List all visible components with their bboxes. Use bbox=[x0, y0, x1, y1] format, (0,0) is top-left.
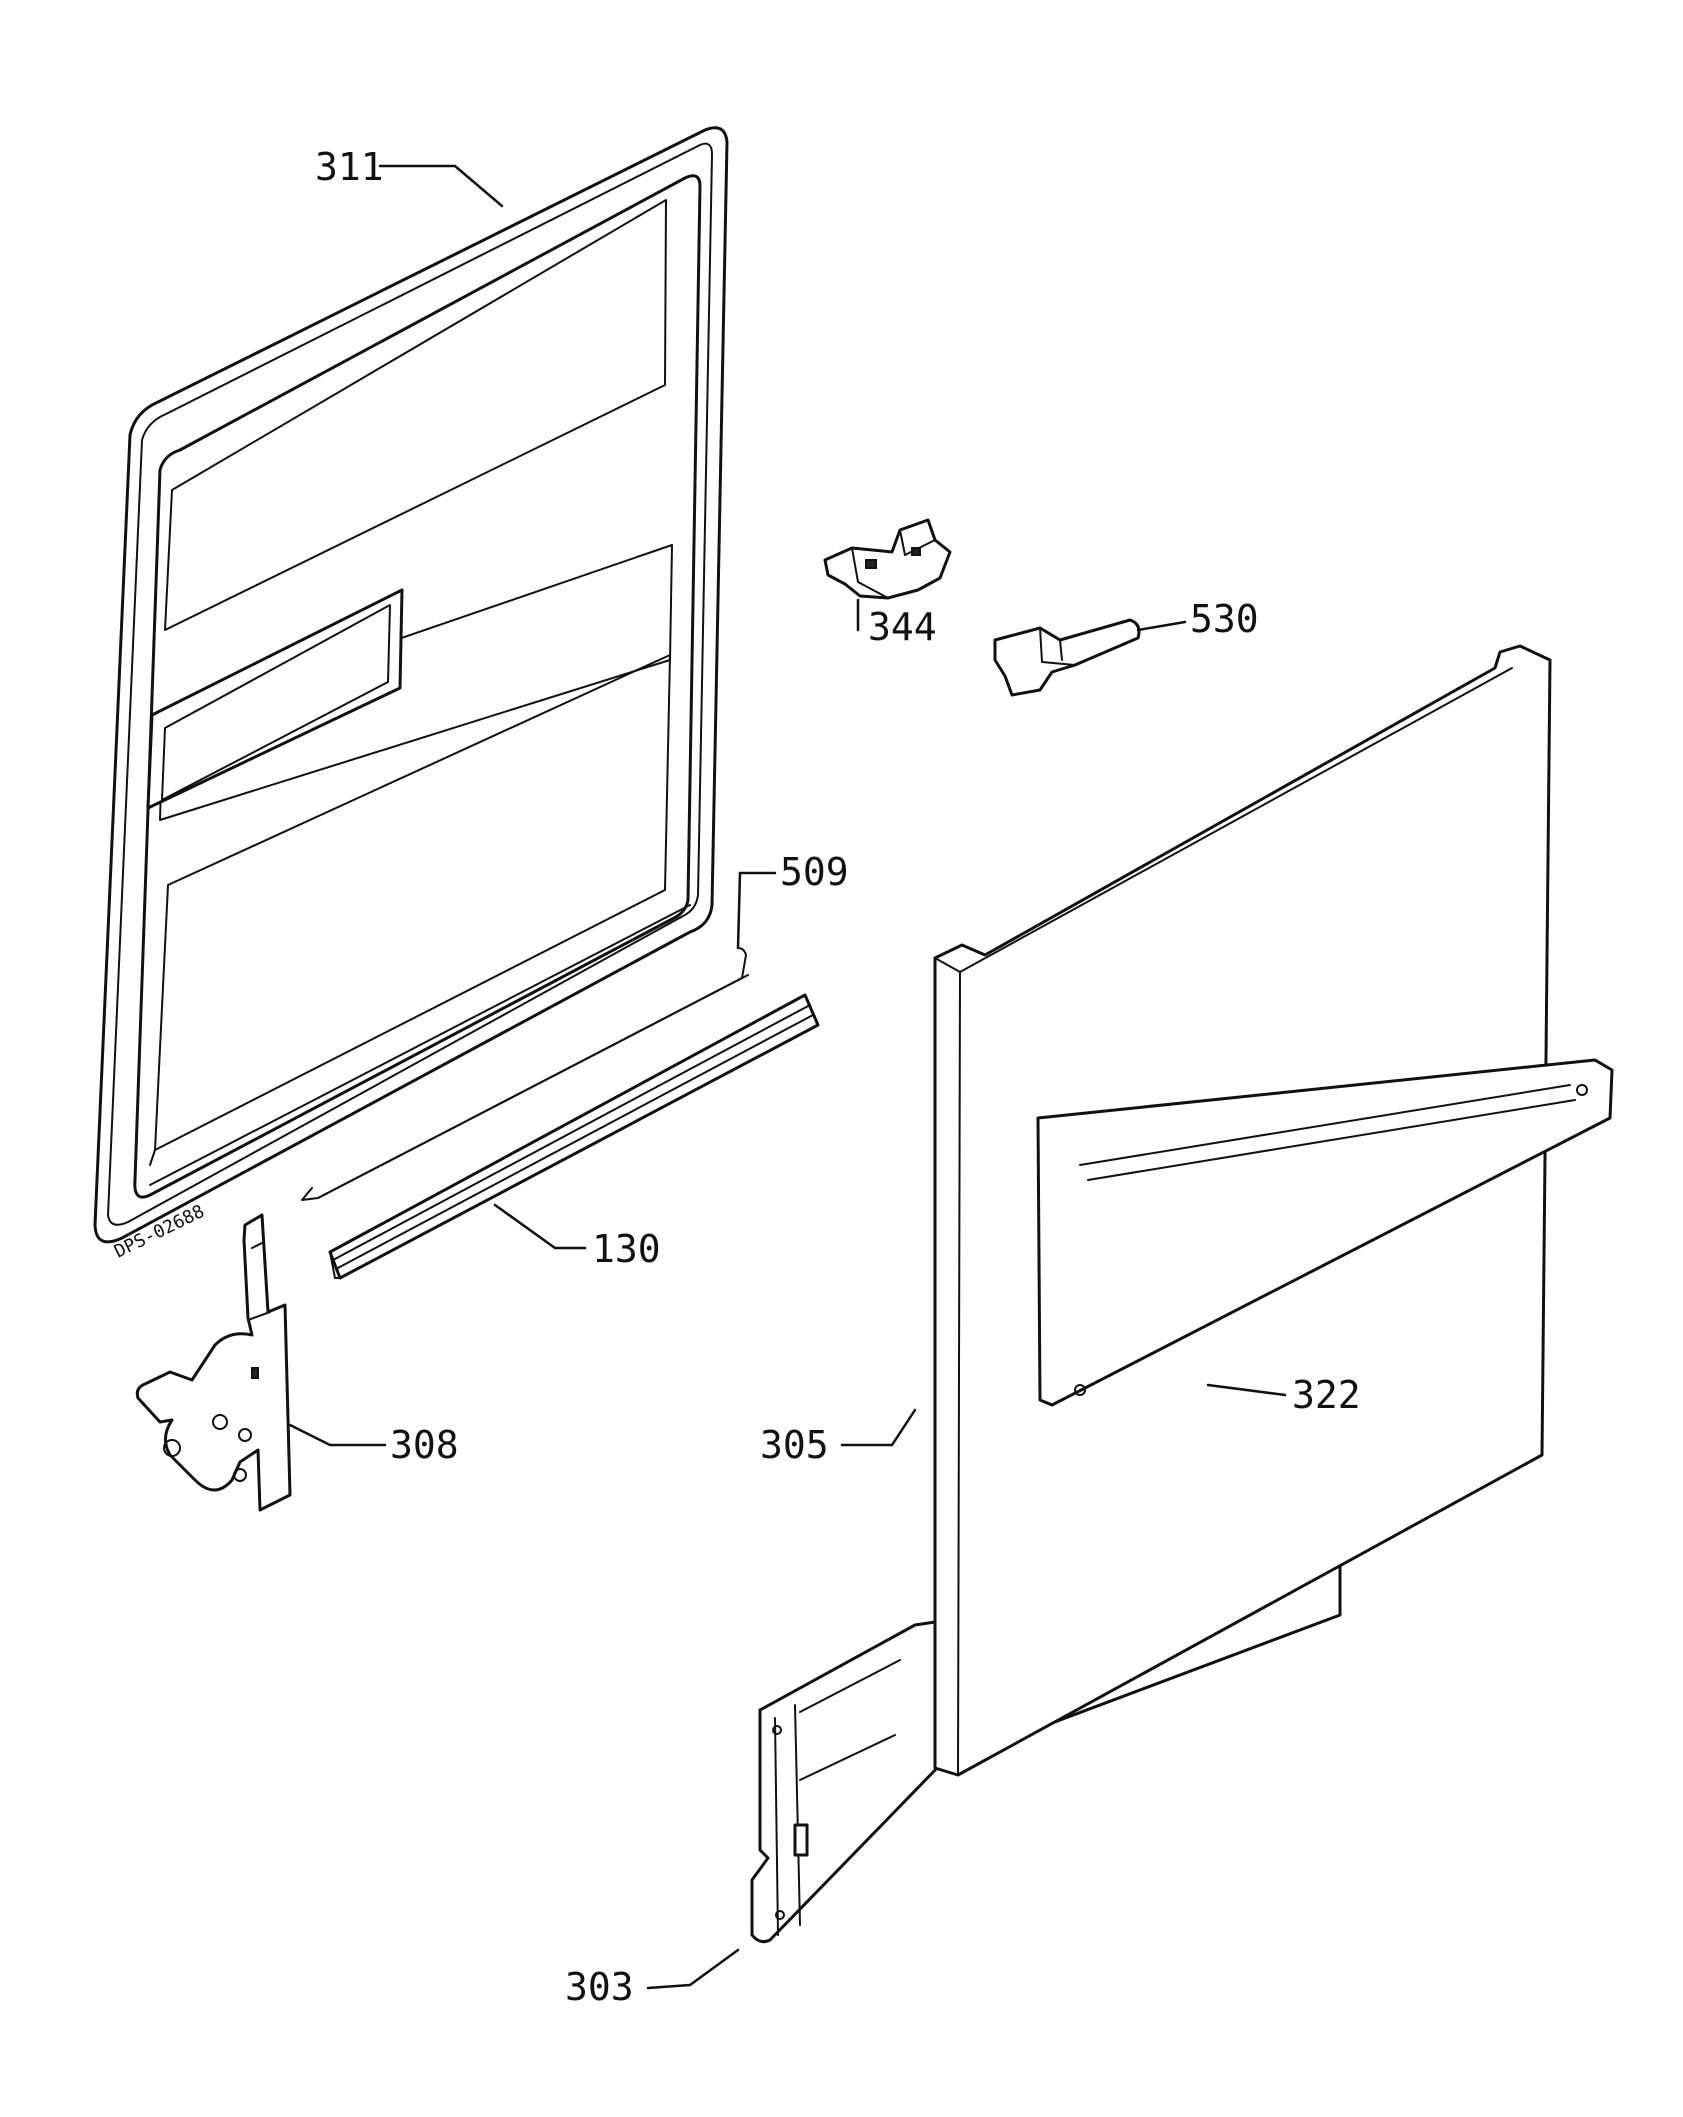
part-label-308: 308 bbox=[390, 1423, 459, 1467]
latch-344 bbox=[823, 518, 952, 600]
leader-322 bbox=[1206, 1383, 1287, 1397]
leader-303 bbox=[646, 1948, 740, 1990]
leader-305 bbox=[840, 1408, 917, 1447]
part-label-311: 311 bbox=[315, 145, 384, 189]
lower-panel-303 bbox=[750, 1560, 1342, 1944]
leader-509 bbox=[736, 871, 777, 950]
hinge-308 bbox=[135, 1213, 292, 1512]
part-label-530: 530 bbox=[1190, 597, 1259, 641]
leader-130 bbox=[493, 1203, 587, 1250]
part-label-322: 322 bbox=[1292, 1373, 1361, 1417]
part-label-130: 130 bbox=[592, 1227, 661, 1271]
part-label-303: 303 bbox=[565, 1965, 634, 2009]
leader-311 bbox=[378, 164, 504, 208]
leader-308 bbox=[288, 1423, 387, 1447]
rail-322 bbox=[1036, 1058, 1614, 1407]
leader-530 bbox=[1136, 620, 1187, 632]
handle-piece-530 bbox=[993, 618, 1141, 697]
part-label-305: 305 bbox=[760, 1423, 829, 1467]
gasket-strip-130 bbox=[328, 993, 820, 1280]
part-label-344: 344 bbox=[868, 605, 937, 649]
rod-509 bbox=[301, 947, 749, 1201]
inner-door-panel bbox=[93, 126, 729, 1244]
part-label-509: 509 bbox=[780, 850, 849, 894]
